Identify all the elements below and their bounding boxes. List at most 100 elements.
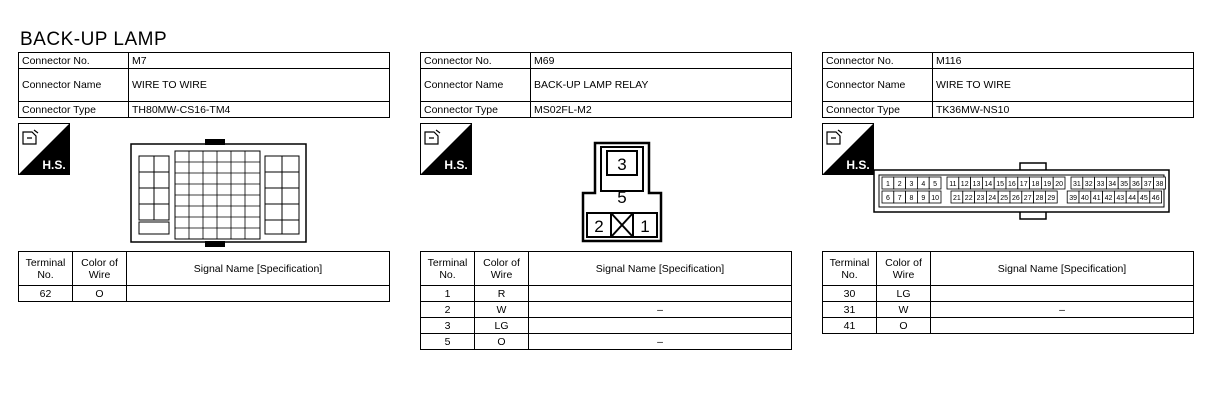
col-color: Color of Wire [876, 251, 931, 286]
wire-color: O [474, 333, 529, 350]
terminal-number: 23 [977, 195, 985, 202]
terminal-number: 38 [1156, 181, 1164, 188]
terminal-number: 4 [921, 181, 925, 188]
terminal-number: 19 [1043, 181, 1051, 188]
connector-name: BACK-UP LAMP RELAY [530, 68, 792, 102]
terminal-number: 33 [1097, 181, 1105, 188]
connector-no: M69 [530, 52, 792, 69]
terminal-number: 35 [1120, 181, 1128, 188]
signal-name [126, 285, 390, 302]
harness-side-icon: H.S. [822, 123, 874, 175]
terminal-cell [928, 190, 942, 204]
label-connector-type: Connector Type [420, 101, 531, 118]
terminal-number: 10 [931, 195, 939, 202]
label-connector-no: Connector No. [822, 52, 933, 69]
connector-figure: H.S. [18, 123, 390, 251]
terminal-number: 18 [1032, 181, 1040, 188]
col-terminal: Terminal No. [420, 251, 475, 286]
terminal-number: 43 [1116, 195, 1124, 202]
table-row: 41 O [822, 317, 1194, 334]
label-connector-no: Connector No. [18, 52, 129, 69]
table-row: 3 LG [420, 317, 792, 334]
connector-name: WIRE TO WIRE [128, 68, 390, 102]
signal-name: – [528, 333, 792, 350]
terminal-number: 40 [1081, 195, 1089, 202]
terminal-number: 46 [1152, 195, 1160, 202]
connector-type: TK36MW-NS10 [932, 101, 1194, 118]
terminal-number: 17 [1020, 181, 1028, 188]
label-connector-type: Connector Type [18, 101, 129, 118]
connector-no: M7 [128, 52, 390, 69]
col-terminal: Terminal No. [822, 251, 877, 286]
terminal-number: 25 [1000, 195, 1008, 202]
terminal-no: 3 [420, 317, 475, 334]
terminal-number: 2 [898, 181, 902, 188]
terminal-number: 8 [910, 195, 914, 202]
relay-pin-1: 1 [640, 217, 649, 236]
terminal-number: 15 [996, 181, 1004, 188]
terminal-number: 3 [910, 181, 914, 188]
hs-label: H.S. [846, 158, 869, 172]
table-row: 1 R [420, 285, 792, 302]
terminal-number: 9 [921, 195, 925, 202]
col-signal: Signal Name [Specification] [126, 251, 390, 286]
wire-color: W [474, 301, 529, 318]
terminal-cell [1149, 190, 1162, 204]
terminal-cell [1052, 176, 1066, 190]
table-row: 62 O [18, 285, 390, 302]
terminal-no: 62 [18, 285, 73, 302]
relay-pin-5: 5 [617, 188, 626, 207]
label-connector-type: Connector Type [822, 101, 933, 118]
wire-color: R [474, 285, 529, 302]
terminal-number: 7 [898, 195, 902, 202]
terminal-number: 42 [1105, 195, 1113, 202]
connector-name: WIRE TO WIRE [932, 68, 1194, 102]
terminal-number: 36 [1132, 181, 1140, 188]
terminal-number: 12 [961, 181, 969, 188]
signal-name: – [528, 301, 792, 318]
signal-name [930, 285, 1194, 302]
terminal-number: 45 [1140, 195, 1148, 202]
col-signal: Signal Name [Specification] [528, 251, 792, 286]
harness-side-icon: H.S. [18, 123, 70, 175]
terminal-no: 41 [822, 317, 877, 334]
terminal-number: 32 [1085, 181, 1093, 188]
wire-color: O [876, 317, 931, 334]
table-row: 30 LG [822, 285, 1194, 302]
label-connector-name: Connector Name [822, 68, 933, 102]
relay-connector-face: 3 5 2 1 [581, 141, 663, 243]
terminal-number: 34 [1108, 181, 1116, 188]
table-row: 31 W – [822, 301, 1194, 318]
terminal-no: 2 [420, 301, 475, 318]
signal-name [930, 317, 1194, 334]
terminal-number: 44 [1128, 195, 1136, 202]
col-color: Color of Wire [72, 251, 127, 286]
terminal-number: 39 [1069, 195, 1077, 202]
terminal-number: 6 [886, 195, 890, 202]
label-connector-name: Connector Name [18, 68, 129, 102]
terminal-number: 41 [1093, 195, 1101, 202]
col-color: Color of Wire [474, 251, 529, 286]
col-signal: Signal Name [Specification] [930, 251, 1194, 286]
terminal-no: 30 [822, 285, 877, 302]
label-connector-name: Connector Name [420, 68, 531, 102]
terminal-number: 29 [1047, 195, 1055, 202]
col-terminal: Terminal No. [18, 251, 73, 286]
relay-pin-3: 3 [617, 155, 626, 174]
terminal-number: 13 [973, 181, 981, 188]
terminal-number: 11 [949, 181, 956, 188]
table-row: 2 W – [420, 301, 792, 318]
connector-no: M116 [932, 52, 1194, 69]
connector-type: TH80MW-CS16-TM4 [128, 101, 390, 118]
terminal-number: 22 [965, 195, 973, 202]
terminal-table: Terminal No. Color of Wire Signal Name [… [18, 251, 390, 302]
wire-color: W [876, 301, 931, 318]
wire-color: LG [474, 317, 529, 334]
relay-pin-2: 2 [594, 217, 603, 236]
terminal-no: 5 [420, 333, 475, 350]
terminal-table: Terminal No. Color of Wire Signal Name [… [822, 251, 1194, 334]
wire-color: LG [876, 285, 931, 302]
